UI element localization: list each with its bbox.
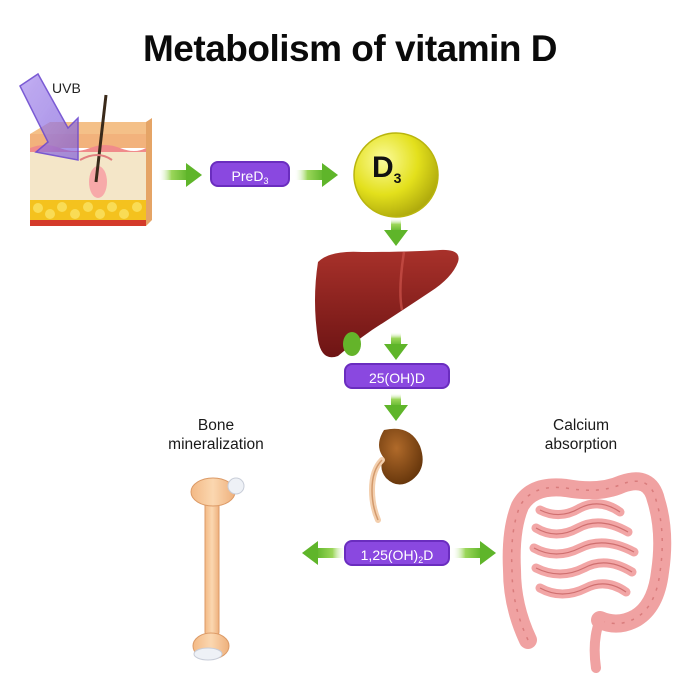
arrow-to-bone xyxy=(302,541,346,565)
d3-letter: D xyxy=(372,151,394,184)
bone-caption-line2: mineralization xyxy=(168,436,264,453)
bone-icon xyxy=(190,477,245,661)
d3-label: D3 xyxy=(372,151,401,185)
uvb-label: UVB xyxy=(52,80,81,96)
dihydroxy-main: 1,25(OH) xyxy=(360,547,419,563)
arrow-liver-to-25oh xyxy=(384,332,408,360)
hydroxy-pill: 25(OH)D xyxy=(344,363,450,389)
liver-icon xyxy=(315,249,459,358)
pred3-sub: 3 xyxy=(263,176,269,186)
uvb-arrow-icon xyxy=(19,72,79,161)
kidney-icon xyxy=(368,428,423,523)
hydroxy-main: 25(OH)D xyxy=(368,370,425,386)
bone-caption: Bone mineralization xyxy=(146,416,286,454)
arrow-25oh-to-kidney xyxy=(384,393,408,421)
pred3-pill: PreD3 xyxy=(210,161,290,187)
dihydroxy-tail: D xyxy=(423,547,434,563)
arrow-pred3-to-d3 xyxy=(294,163,338,187)
page-title: Metabolism of vitamin D xyxy=(142,28,558,69)
pred3-main: PreD xyxy=(231,168,264,184)
dihydroxy-pill: 1,25(OH)2D xyxy=(344,540,450,566)
d3-subscript: 3 xyxy=(393,170,402,186)
arrow-skin-to-pred3 xyxy=(158,163,202,187)
arrow-d3-to-liver xyxy=(384,218,408,246)
calcium-caption-line1: Calcium xyxy=(553,417,609,434)
arrow-to-intestine xyxy=(452,541,496,565)
intestine-icon xyxy=(502,472,672,673)
dihydroxy-sub: 2 xyxy=(418,555,424,565)
d3-sphere-icon xyxy=(353,132,439,218)
bone-caption-line1: Bone xyxy=(197,417,235,434)
calcium-caption: Calcium absorption xyxy=(516,416,646,454)
calcium-caption-line2: absorption xyxy=(544,436,618,453)
gallbladder-icon xyxy=(343,332,361,356)
